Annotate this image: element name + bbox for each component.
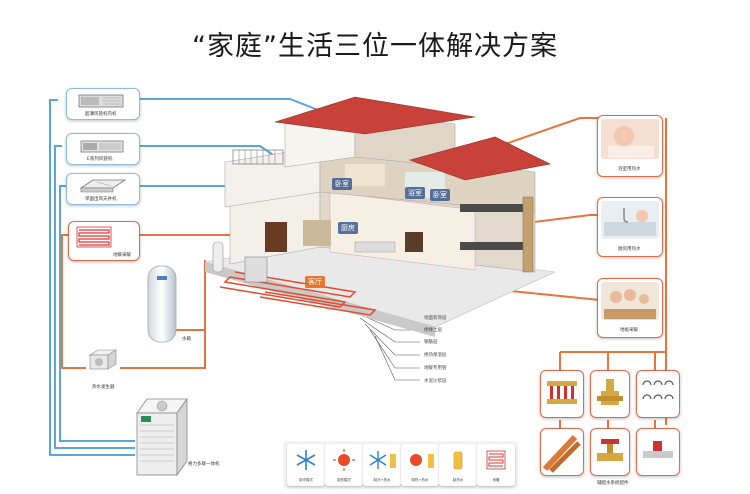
manifold-icon	[547, 381, 577, 404]
family-photo-icon	[601, 282, 659, 320]
blue-pipe-3	[59, 185, 135, 442]
legend-item-cool-water: 制冷+热水	[363, 444, 401, 486]
unit-label: 超薄风管机内机	[85, 112, 117, 117]
room-tag-living-room: 客厅	[305, 276, 325, 288]
unit-label: 辅配水系统配件	[597, 481, 629, 486]
copper-pipe-icon	[542, 434, 581, 473]
unit-label: 地暖采暖	[113, 253, 131, 258]
valve-icon	[597, 379, 623, 405]
unit-label: E系列风管机	[87, 157, 113, 162]
blue-pipe-2	[54, 145, 135, 449]
unit-label: 地板采暖	[620, 328, 638, 333]
accessory-ball-valve	[590, 428, 630, 476]
legend-item-water: 制热水	[439, 444, 477, 486]
water-tank-icon	[147, 265, 177, 343]
ball-valve-icon	[597, 439, 623, 461]
duct-unit-icon	[78, 94, 124, 108]
unit-floor-heating: 地暖采暖	[68, 221, 140, 261]
unit-ceiling-cassette: 单面出风天井机	[66, 173, 140, 205]
red-pipe-tank	[175, 260, 206, 331]
kitchen-photo-icon	[601, 201, 659, 239]
bath-photo-icon	[601, 119, 659, 159]
unit-label: 浴室用热水	[618, 167, 641, 172]
accessory-manifold	[540, 370, 584, 418]
room-tag-bathroom: 浴室	[405, 187, 425, 199]
unit-e-series-duct: E系列风管机	[66, 133, 140, 165]
pipe-clip-icon	[642, 380, 674, 400]
unit-label: 水箱	[182, 337, 191, 342]
mode-legend: 制冷模式 制热模式 制冷+热水 制热+热水 制热水 地暖	[283, 441, 518, 489]
snowflake-icon	[296, 450, 316, 470]
floor-layer-label: 地暖专用管	[424, 366, 447, 371]
unit-label: 厨房用热水	[618, 247, 641, 252]
top-roof	[274, 96, 476, 135]
cassette-unit-icon	[79, 179, 127, 193]
accessory-fittings	[636, 428, 680, 476]
red-pipe-1	[61, 234, 92, 369]
unit-label: 单面出风天井机	[85, 197, 117, 202]
duct-unit-icon	[80, 140, 124, 153]
house-illustration	[205, 96, 555, 337]
floor-layer-label: 绝热保温层	[424, 353, 447, 358]
snow-water-icon	[369, 451, 396, 469]
unit-bath-hot-water: 浴室用热水	[597, 115, 663, 177]
unit-kitchen-hot-water: 厨房用热水	[597, 197, 663, 257]
room-tag-kitchen: 厨房	[338, 222, 358, 234]
floor-layer-label: 绝缘土层	[424, 328, 442, 333]
page-title: “家庭”生活三位一体解决方案	[192, 31, 558, 62]
floor-heat-icon	[486, 450, 506, 470]
water-icon	[453, 451, 463, 470]
floor-heating-coil-icon	[76, 226, 112, 248]
unit-water-generator	[86, 347, 120, 377]
side-roof	[409, 136, 551, 181]
floor-heating-pipes	[219, 271, 377, 316]
accessory-pipe-clips	[636, 370, 680, 418]
accessory-pipes	[540, 428, 584, 476]
floor-layer-label: 地面装饰层	[424, 316, 447, 321]
unit-label: 热水发生器	[92, 385, 115, 390]
unit-slim-duct: 超薄风管机内机	[66, 88, 140, 120]
room-tag-bedroom-2: 卧室	[430, 189, 450, 201]
floor-layer-label: 钢筋层	[424, 340, 438, 345]
legend-item-heat-water: 制热+热水	[401, 444, 439, 486]
room-tag-bedroom: 卧室	[332, 178, 352, 190]
red-pipe-heater	[92, 330, 206, 369]
water-generator-icon	[88, 349, 118, 370]
unit-label: 格力多联一体机	[188, 462, 220, 467]
legend-item-floor: 地暖	[477, 444, 515, 486]
fitting-icon	[643, 441, 673, 458]
accessory-valve	[590, 370, 630, 418]
floor-layer-label: 水泥沙浆层	[424, 379, 447, 384]
legend-item-heat: 制热模式	[325, 444, 363, 486]
outdoor-unit-icon	[136, 397, 188, 477]
legend-item-cool: 制冷模式	[287, 444, 325, 486]
sun-water-icon	[410, 454, 434, 468]
blue-pipe-1	[49, 99, 135, 456]
sun-icon	[333, 449, 355, 471]
unit-floor-heating-right: 地板采暖	[597, 278, 663, 338]
red-pipe-acc-drops	[559, 352, 656, 430]
